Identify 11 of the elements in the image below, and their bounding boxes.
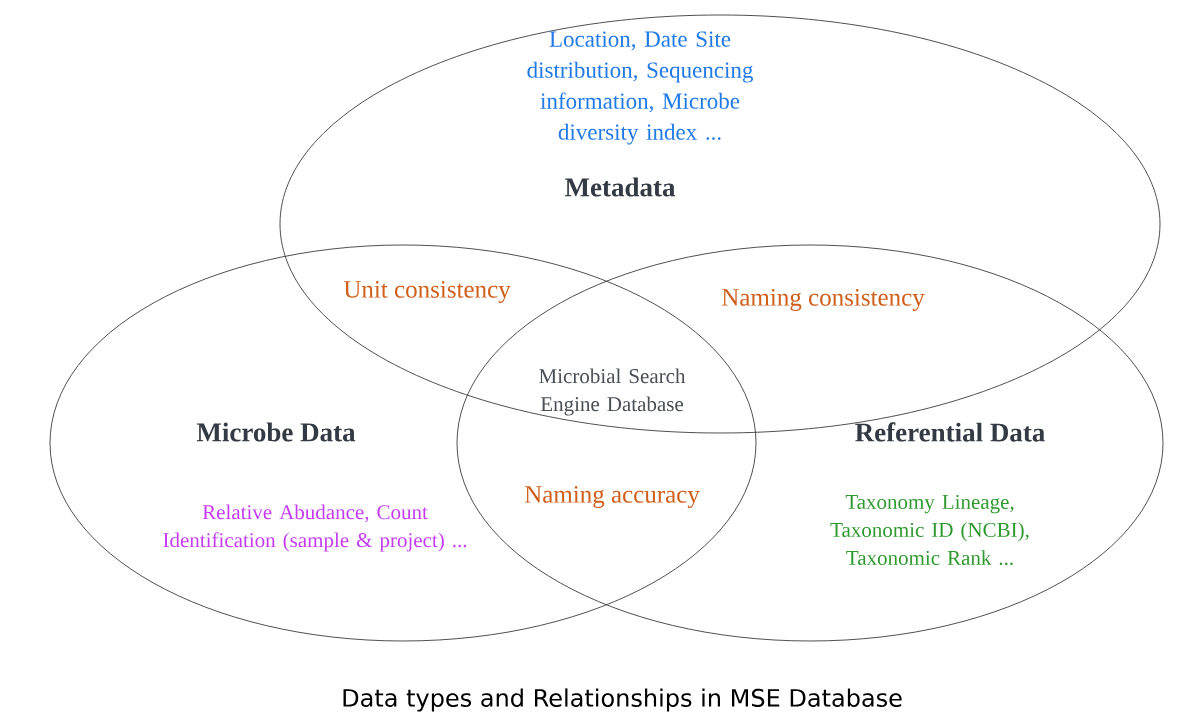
feature-list: Taxonomy Lineage, Taxonomic ID (NCBI), Taxonomic Rank ... bbox=[830, 494, 1029, 566]
caption: Data types and Relationships in MSE Database bbox=[343, 688, 902, 712]
overlap-label: Naming accuracy bbox=[524, 486, 700, 508]
set-title: Microbe Data bbox=[196, 422, 356, 442]
overlap-label: Unit consistency bbox=[343, 281, 511, 303]
feature-list: Relative Abudance, Count Identification (sample & project) ... bbox=[163, 504, 467, 552]
center-label: Microbial Search Engine Database bbox=[539, 368, 686, 416]
overlap-label: Naming consistency bbox=[722, 289, 925, 311]
set-title: Metadata bbox=[565, 177, 676, 197]
set-title: Referential Data bbox=[855, 422, 1045, 442]
feature-list: Location, Date Site distribution, Sequencing information, Microbe diversity index ... bbox=[527, 31, 753, 145]
